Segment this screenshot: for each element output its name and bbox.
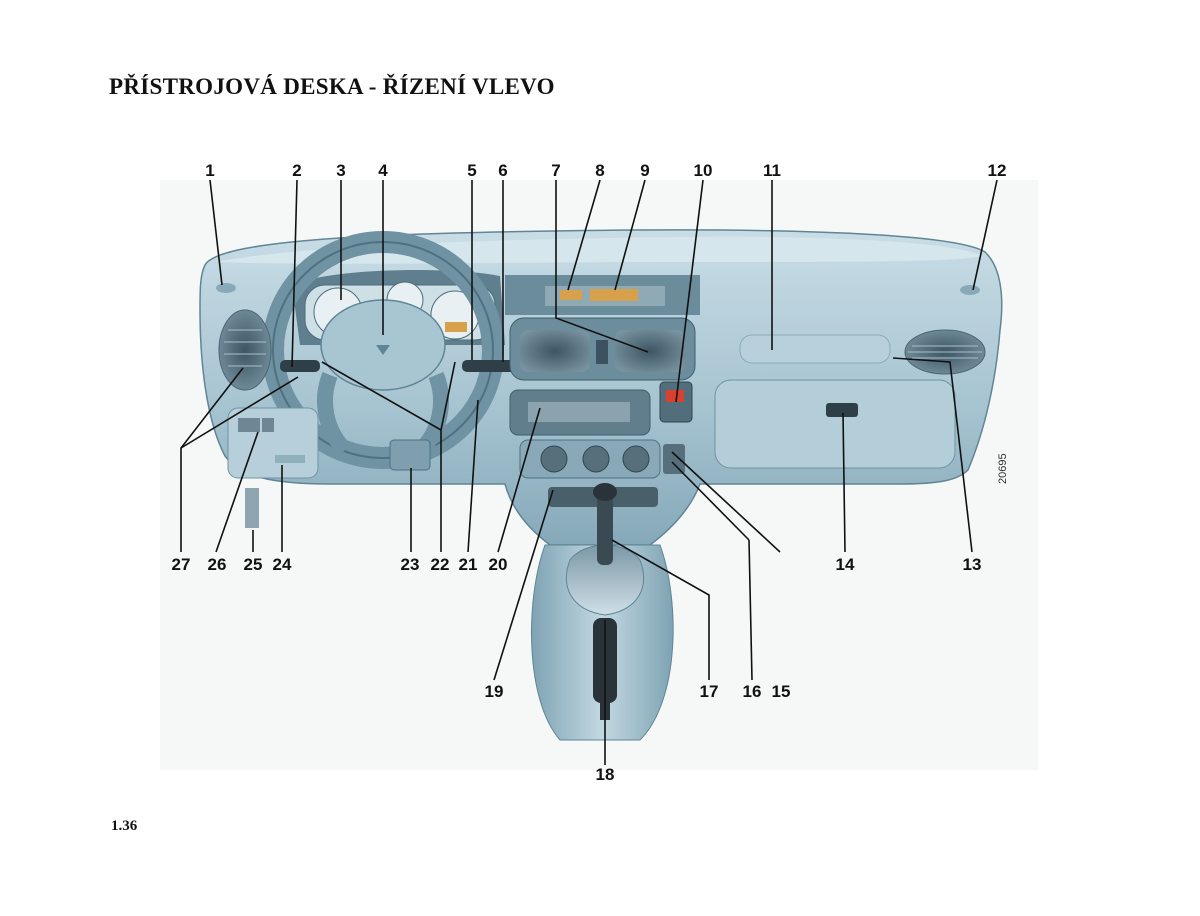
callout-14: 14 — [836, 555, 855, 574]
left-side-vent — [218, 309, 272, 391]
left-demister-vent — [216, 283, 236, 293]
callout-19: 19 — [485, 682, 504, 701]
callout-24: 24 — [273, 555, 292, 574]
callout-11: 11 — [763, 161, 781, 180]
steering-stalks — [280, 360, 517, 372]
right-demister-vent — [960, 285, 980, 295]
callout-16: 16 — [743, 682, 762, 701]
callout-22: 22 — [431, 555, 450, 574]
callout-7: 7 — [551, 161, 560, 180]
callout-23: 23 — [401, 555, 420, 574]
page-number: 1.36 — [111, 818, 138, 834]
callout-2: 2 — [292, 161, 301, 180]
callout-9: 9 — [640, 161, 649, 180]
centre-console — [505, 275, 700, 507]
callout-6: 6 — [498, 161, 507, 180]
callout-5: 5 — [467, 161, 476, 180]
callout-1: 1 — [205, 161, 214, 180]
callout-3: 3 — [336, 161, 345, 180]
callout-8: 8 — [595, 161, 604, 180]
callout-26: 26 — [208, 555, 227, 574]
left-lower-panel — [227, 407, 319, 528]
glove-box — [714, 334, 956, 469]
callout-12: 12 — [988, 161, 1007, 180]
page-title: PŘÍSTROJOVÁ DESKA - ŘÍZENÍ VLEVO — [109, 74, 555, 99]
callout-27: 27 — [172, 555, 191, 574]
right-side-vent — [904, 329, 986, 375]
callout-18: 18 — [596, 765, 615, 784]
callout-10: 10 — [694, 161, 713, 180]
callout-labels: 1 2 3 4 5 6 7 8 9 10 11 12 13 14 15 16 1… — [172, 161, 1007, 784]
callout-13: 13 — [963, 555, 982, 574]
figure-reference-code: 20695 — [997, 453, 1009, 484]
callout-21: 21 — [459, 555, 478, 574]
leader-lines — [180, 179, 998, 765]
callout-4: 4 — [378, 161, 388, 180]
callout-20: 20 — [489, 555, 508, 574]
callout-15: 15 — [772, 682, 791, 701]
gear-tunnel — [531, 483, 674, 741]
callout-25: 25 — [244, 555, 263, 574]
callout-17: 17 — [700, 682, 719, 701]
